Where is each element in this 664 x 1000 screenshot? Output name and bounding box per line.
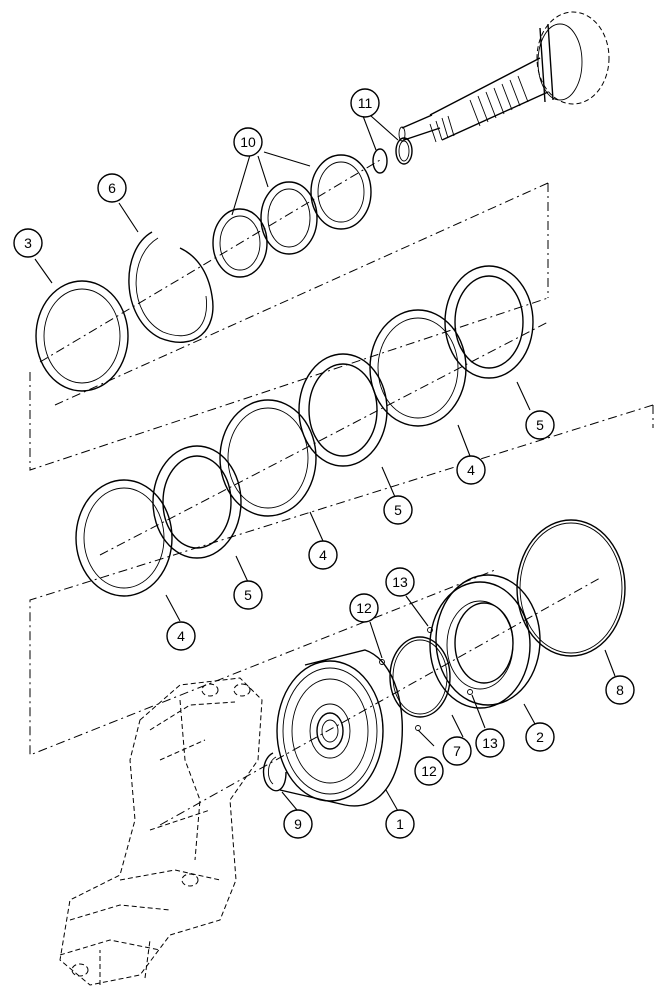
callout-label: 4 <box>467 462 475 478</box>
callout-5: 5 <box>525 410 555 440</box>
callout-label: 12 <box>421 763 437 779</box>
callout-label: 11 <box>358 95 373 111</box>
disc-pack-outline <box>29 182 654 756</box>
assembly-axis <box>39 159 601 826</box>
callout-label: 9 <box>294 816 302 832</box>
callout-4: 4 <box>456 455 486 485</box>
callout-label: 2 <box>536 729 544 745</box>
callout-label: 1 <box>396 816 404 832</box>
callout-13: 13 <box>475 728 505 758</box>
thrust-washers-10 <box>212 154 372 278</box>
callout-label: 7 <box>453 743 461 759</box>
callout-7: 7 <box>442 736 472 766</box>
transmission-housing <box>59 677 263 986</box>
callout-13: 13 <box>385 567 415 597</box>
shaft-assembly <box>398 11 610 143</box>
callout-label: 5 <box>394 502 402 518</box>
callout-12: 12 <box>414 756 444 786</box>
seal-ring-8 <box>516 519 626 657</box>
callout-label: 8 <box>616 682 624 698</box>
leader-lines <box>34 115 616 812</box>
callout-label: 3 <box>24 235 32 251</box>
clutch-housing-1 <box>276 649 403 807</box>
callout-10: 10 <box>233 127 263 157</box>
callout-label: 12 <box>356 600 372 616</box>
callout-5: 5 <box>383 495 413 525</box>
lower-disc-row <box>75 445 242 597</box>
callout-9: 9 <box>283 809 313 839</box>
check-balls <box>379 627 473 731</box>
callout-label: 4 <box>319 547 327 563</box>
callout-1: 1 <box>385 809 415 839</box>
snap-ring-9 <box>262 752 287 792</box>
callout-label: 6 <box>108 180 116 196</box>
piston-2 <box>429 574 541 709</box>
callout-label: 13 <box>482 735 498 751</box>
callout-label: 5 <box>244 587 252 603</box>
callout-label: 10 <box>240 134 256 150</box>
snap-rings-11 <box>372 137 413 174</box>
upper-disc-row <box>219 265 534 517</box>
callout-2: 2 <box>525 722 555 752</box>
callout-8: 8 <box>605 675 635 705</box>
callout-11: 11 <box>350 88 380 118</box>
seal-ring-7 <box>389 636 451 718</box>
callout-12: 12 <box>349 593 379 623</box>
callout-3: 3 <box>13 228 43 258</box>
callout-5: 5 <box>233 580 263 610</box>
callout-6: 6 <box>97 173 127 203</box>
callout-label: 5 <box>536 417 544 433</box>
callout-4: 4 <box>308 540 338 570</box>
snap-ring-6 <box>128 231 214 343</box>
callout-4: 4 <box>166 621 196 651</box>
callout-label: 4 <box>177 628 185 644</box>
callout-label: 13 <box>392 574 408 590</box>
separator-plate-3 <box>35 280 129 392</box>
